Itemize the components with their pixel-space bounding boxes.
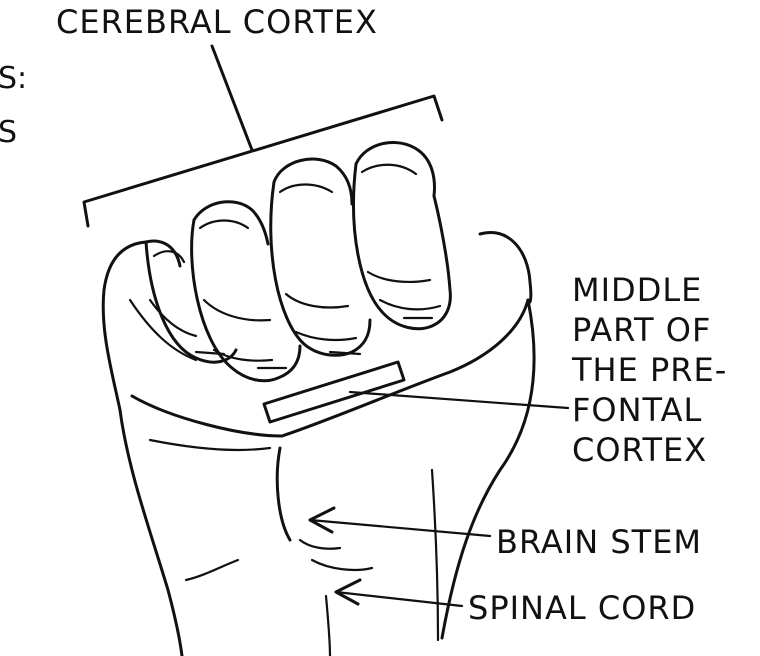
fist-outline (103, 232, 531, 449)
label-middle-prefrontal-line2: PART OF (572, 312, 711, 348)
prefrontal-marker (264, 362, 404, 422)
finger-little (354, 142, 451, 328)
label-cerebral-cortex: CEREBRAL CORTEX (56, 4, 378, 40)
knuckle-creases (154, 165, 416, 262)
label-brain-stem: BRAIN STEM (496, 524, 702, 560)
label-middle-prefrontal-line4: FONTAL (572, 392, 702, 428)
label-spinal-cord: SPINAL CORD (468, 590, 696, 626)
label-middle-prefrontal-line1: MIDDLE (572, 272, 702, 308)
cerebral-cortex-bracket (84, 46, 442, 226)
label-middle-prefrontal-line3: THE PRE- (572, 352, 727, 388)
label-middle-prefrontal-line5: CORTEX (572, 432, 707, 468)
leader-lines (310, 392, 568, 606)
